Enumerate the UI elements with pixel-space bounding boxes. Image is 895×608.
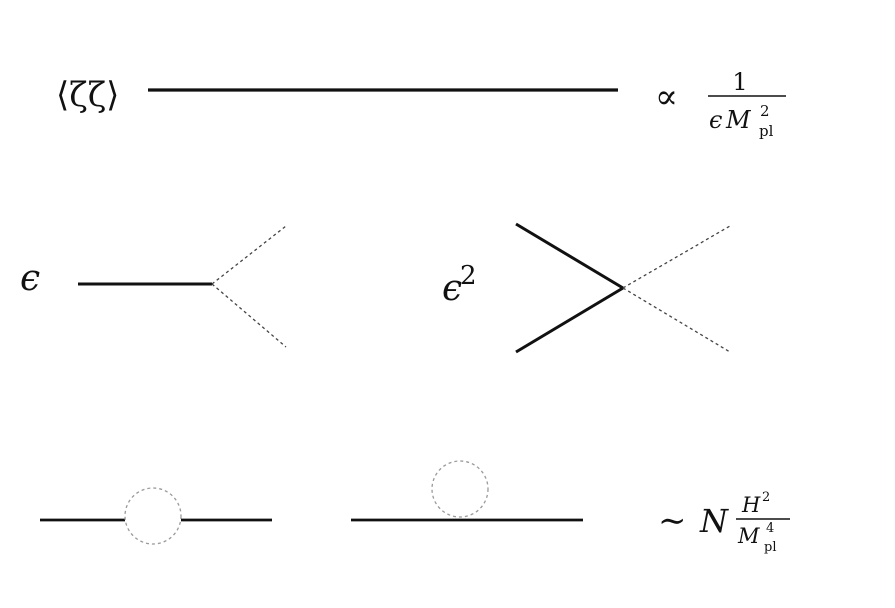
cubic-vertex-diagram xyxy=(78,225,287,348)
row1-fraction: 1 ϵ M 2 pl xyxy=(708,68,786,140)
row1-numerator: 1 xyxy=(732,68,747,96)
quartic-vertex-label-superscript: 2 xyxy=(460,261,477,291)
tadpole-diagram xyxy=(351,460,583,522)
quartic-solid-leg-upper xyxy=(515,222,624,290)
proportional-symbol: ∝ xyxy=(655,77,678,117)
similar-symbol: ∼ xyxy=(658,501,687,541)
row3-denominator-superscript: 4 xyxy=(766,521,774,536)
row3-denominator-mass: M xyxy=(737,524,760,548)
row3-numerator-hubble: H xyxy=(741,493,761,517)
row1-denominator-subscript: pl xyxy=(759,122,774,140)
row1-denominator-superscript: 2 xyxy=(760,102,770,120)
quartic-dashed-leg-lower xyxy=(622,287,731,353)
quartic-vertex-label-base: ϵ xyxy=(442,268,462,309)
row1-denominator-mass: M xyxy=(725,106,752,134)
quartic-vertex-diagram xyxy=(515,222,731,354)
loop-insertion-diagram xyxy=(40,487,272,545)
row3-fraction: H 2 M 4 pl xyxy=(736,490,790,555)
row3-denominator-subscript: pl xyxy=(764,540,776,555)
two-point-label: ⟨ζζ⟩ xyxy=(56,75,119,115)
cubic-vertex-label: ϵ xyxy=(20,258,40,299)
quartic-dashed-leg-upper xyxy=(622,225,731,289)
loop-insertion-circle xyxy=(124,487,182,545)
row3-factor-n: N xyxy=(699,502,729,540)
row3-numerator-superscript: 2 xyxy=(762,490,770,505)
tadpole-loop xyxy=(431,460,489,518)
row1-denominator-epsilon: ϵ xyxy=(709,106,722,134)
cubic-dashed-leg-lower xyxy=(211,283,287,348)
quartic-solid-leg-lower xyxy=(515,286,624,354)
cubic-dashed-leg-upper xyxy=(211,225,287,285)
